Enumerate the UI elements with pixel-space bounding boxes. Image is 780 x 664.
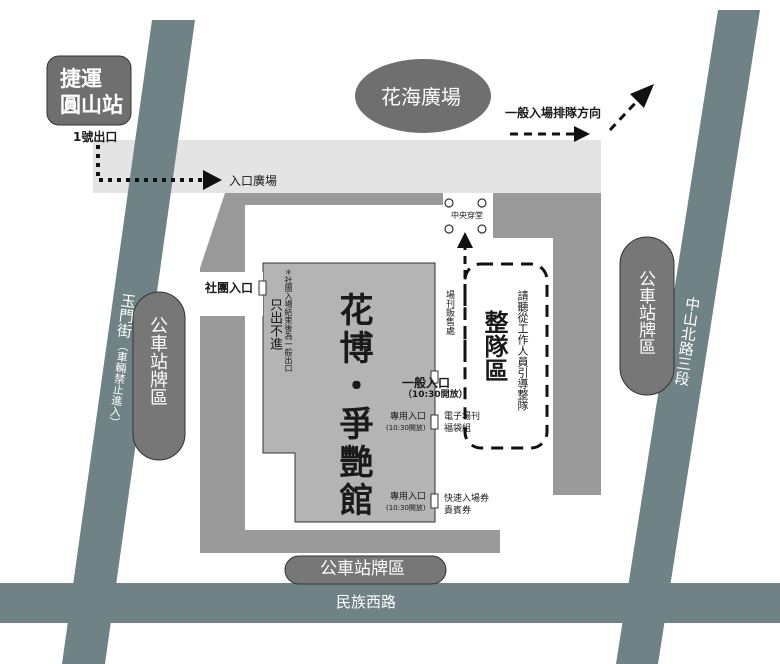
bus-stop-bottom-badge [284,555,447,585]
entrance-plaza-label: 入口廣場 [229,174,278,188]
metro-exit-path [96,145,205,182]
group-entrance-area [200,272,263,316]
metro-station-badge [46,55,132,126]
exit-only-label: 只出不進 [267,298,282,350]
entrance-plaza-area [93,140,601,193]
queue-area-label: 整隊區 [480,310,509,382]
pillar [477,224,487,234]
pavilion-name-label: 花博・爭艷館 [333,292,373,520]
special-entrance-1-label: 專用入口 [390,412,427,422]
special-entrance-1-door [430,414,439,430]
queue-direction-diagonal [608,96,642,132]
general-entrance-label: 一般入口 [402,376,451,390]
queue-direction-label: 一般入場排隊方向 [505,106,602,120]
special-entrance-2-time: (10:30開放) [386,504,426,512]
bus-stop-right-badge [619,236,675,396]
road-zhongshan [616,10,760,664]
central-passage-label: 中央穿堂 [451,211,483,220]
group-entrance-door [258,280,267,296]
road-minzu-label: 民族西路 [336,593,397,611]
special-entrance-2-label: 專用入口 [390,492,427,502]
group-entrance-label: 社團入口 [205,281,254,295]
queue-direction-diagonal-arrowhead [630,84,654,108]
bus-stop-right-label: 公車站牌區 [635,270,655,355]
metro-exit-label: 1號出口 [73,130,118,144]
queue-direction-arrowhead [574,126,590,142]
queue-note-label: 請聽從工作人員引導整隊 [516,290,529,411]
bus-stop-left-label: 公車站牌區 [147,316,168,406]
road-yumen [62,20,195,664]
fast-pass-label: 快速入場券 貴賓券 [444,494,490,516]
pillar [477,198,487,208]
pavilion-building [262,262,436,523]
site-area-right [493,193,601,238]
bus-stop-bottom-label: 公車站牌區 [320,559,405,579]
site-area-left [200,193,500,553]
pillar [444,224,454,234]
plaza-label: 花海廣場 [381,85,461,109]
metro-exit-arrowhead [203,170,222,190]
bus-stop-left-badge [132,291,186,461]
general-entrance-door [430,370,439,384]
special-entrance-1-time: (10:30開放) [386,424,426,432]
site-area-right-lower [553,238,601,495]
pillar [444,198,454,208]
road-minzu [0,583,780,623]
special-entrance-2-door [430,493,439,509]
queue-to-passage-arrowhead [457,232,473,248]
general-entrance-time: （10:30開放） [403,390,468,400]
group-note-label: ＊社團入場結束後為一般出口 [284,268,293,372]
flower-plaza [355,59,491,133]
road-yumen-label: 玉門街 [114,292,138,339]
ticket-booth-label: 場刊販售處 [444,290,454,335]
metro-station-label: 捷運 圓山站 [60,67,123,117]
e-ticket-label: 電子場刊 福袋組 [444,412,481,434]
